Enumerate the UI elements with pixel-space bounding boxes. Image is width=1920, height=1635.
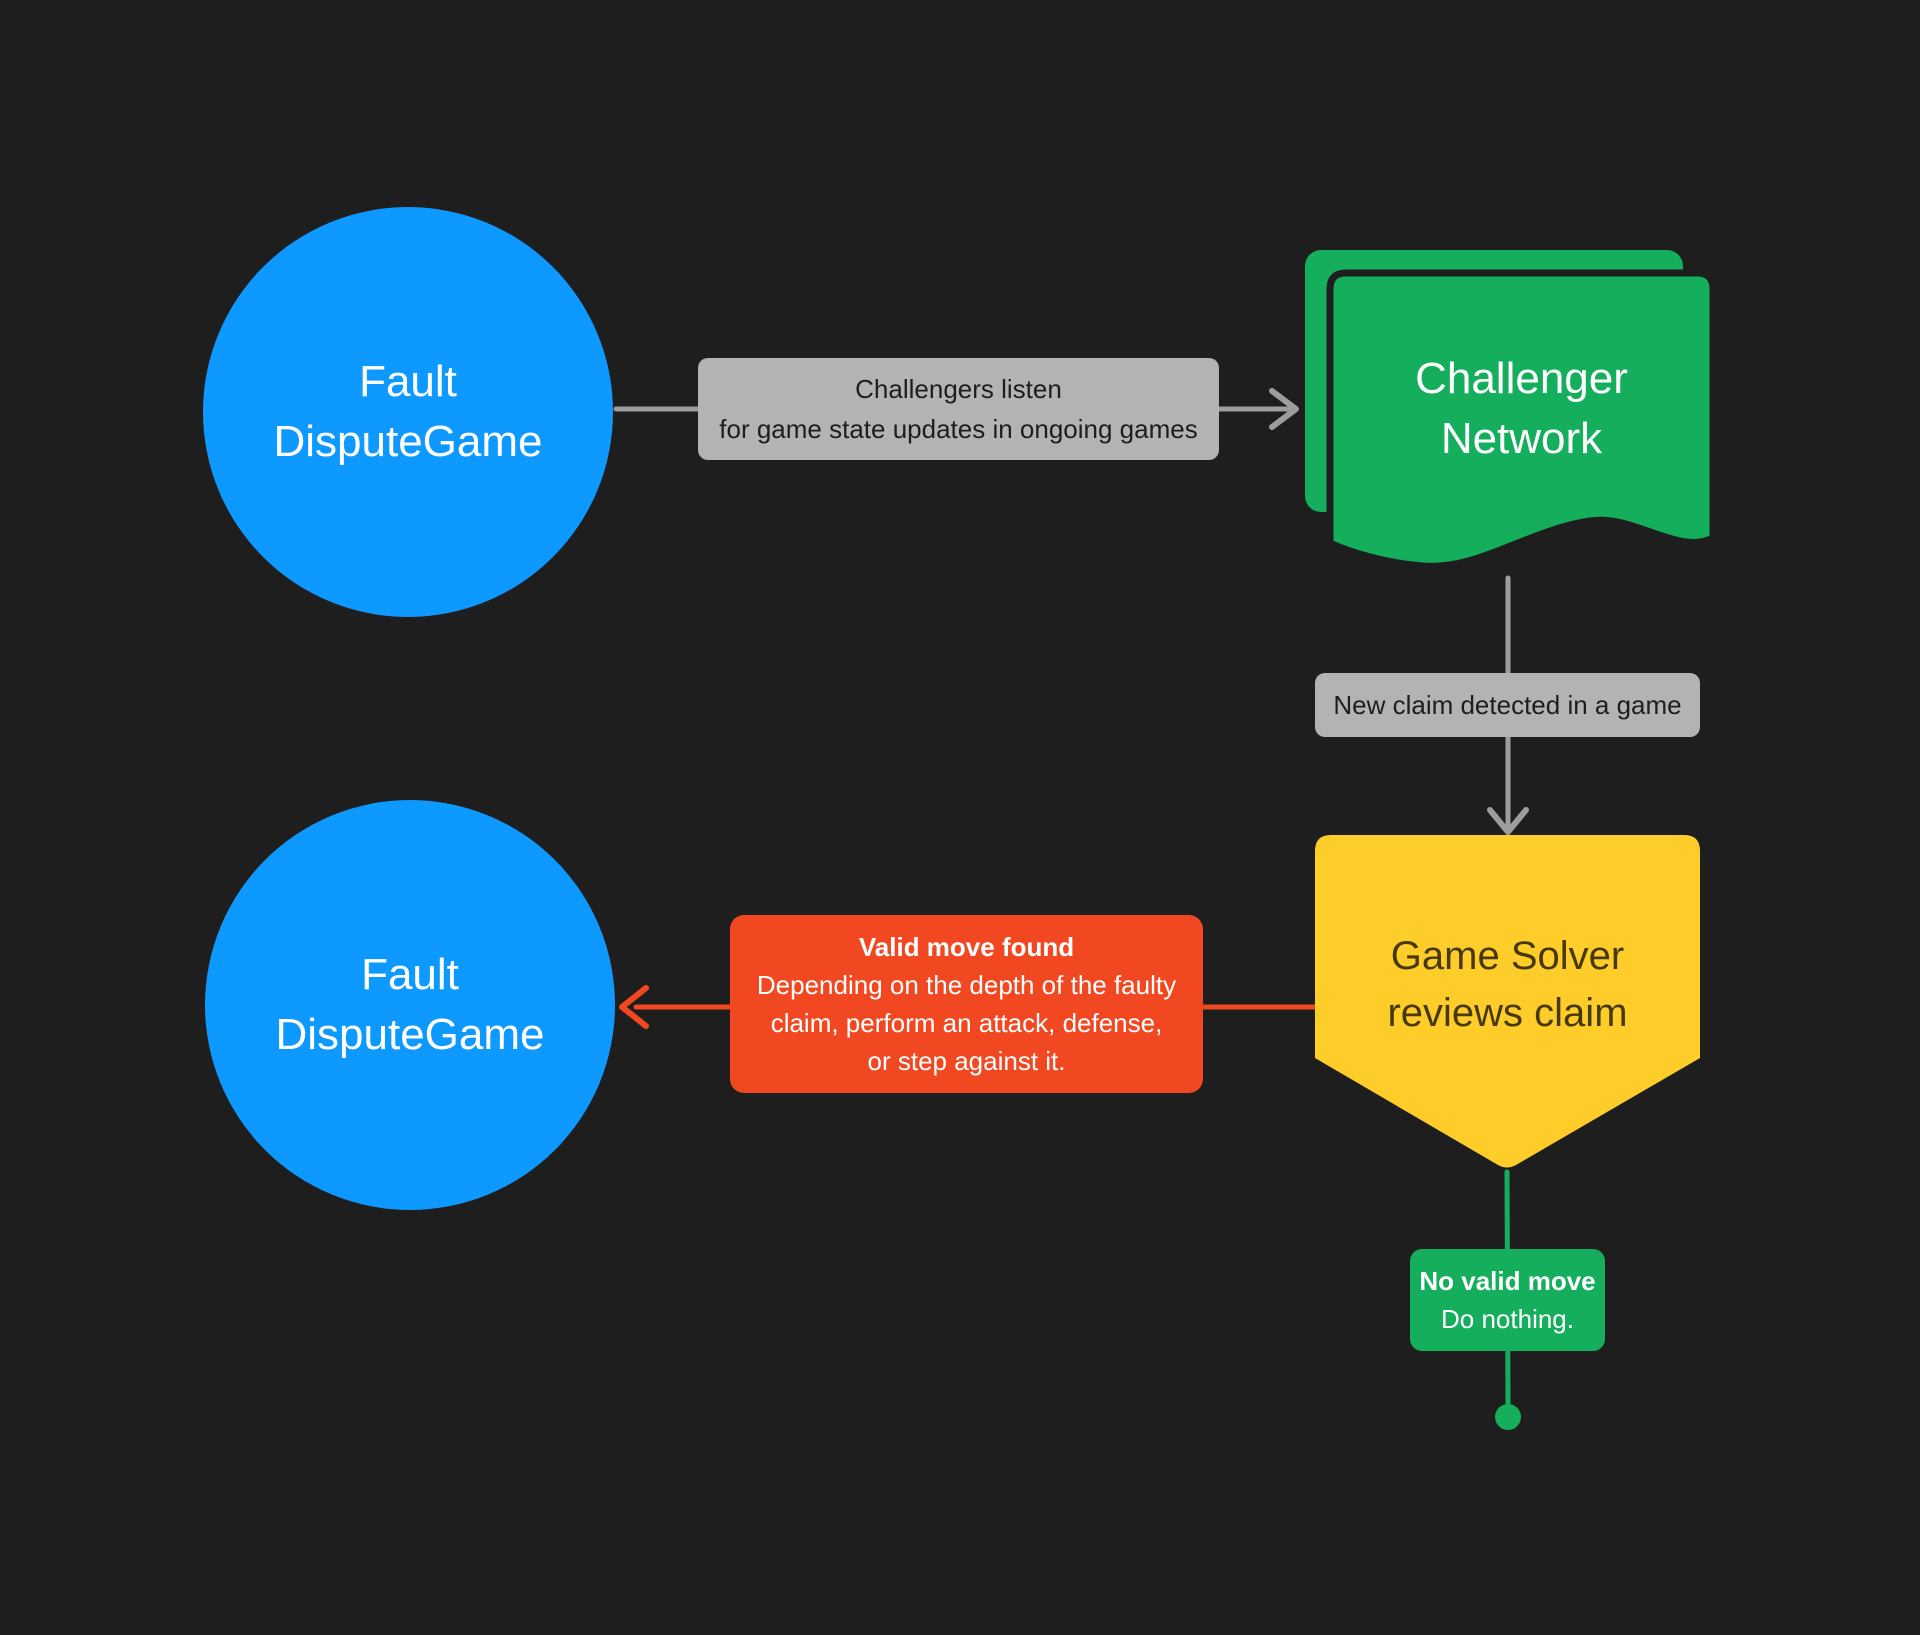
new-claim-connector-label: New claim detected in a game (1315, 673, 1700, 737)
callout-line: Depending on the depth of the faulty (756, 970, 1177, 1000)
valid-move-callout: Valid move found Depending on the depth … (730, 915, 1203, 1093)
node-label-line: DisputeGame (273, 417, 543, 466)
arrowhead-down-icon (1487, 807, 1529, 835)
connector-label-line: for game state updates in ongoing games (719, 414, 1198, 444)
fault-dispute-game-node-top: Fault DisputeGame (203, 207, 613, 617)
callout-line: Do nothing. (1441, 1304, 1574, 1334)
node-label-line: DisputeGame (275, 1010, 545, 1059)
challenger-network-shape (1305, 250, 1717, 570)
game-solver-shape (1315, 835, 1700, 1168)
callout-line: claim, perform an attack, defense, (770, 1008, 1163, 1038)
node-label-line: Fault (361, 950, 459, 999)
connector-label-line: New claim detected in a game (1333, 690, 1682, 720)
arrowhead-right-icon (1269, 388, 1299, 430)
no-valid-move-callout: No valid move Do nothing. (1410, 1249, 1605, 1351)
callout-title: Valid move found (858, 932, 1075, 962)
fault-dispute-game-node-bottom: Fault DisputeGame (205, 800, 615, 1210)
terminal-dot (1495, 1404, 1521, 1430)
document-front-sheet (1326, 269, 1717, 570)
connector-label-line: Challengers listen (855, 374, 1062, 404)
arrowhead-left-icon (619, 985, 649, 1029)
node-label-line: Fault (359, 357, 457, 406)
listen-connector-label: Challengers listen for game state update… (698, 358, 1219, 460)
callout-line: or step against it. (867, 1046, 1066, 1076)
callout-title: No valid move (1419, 1266, 1596, 1296)
